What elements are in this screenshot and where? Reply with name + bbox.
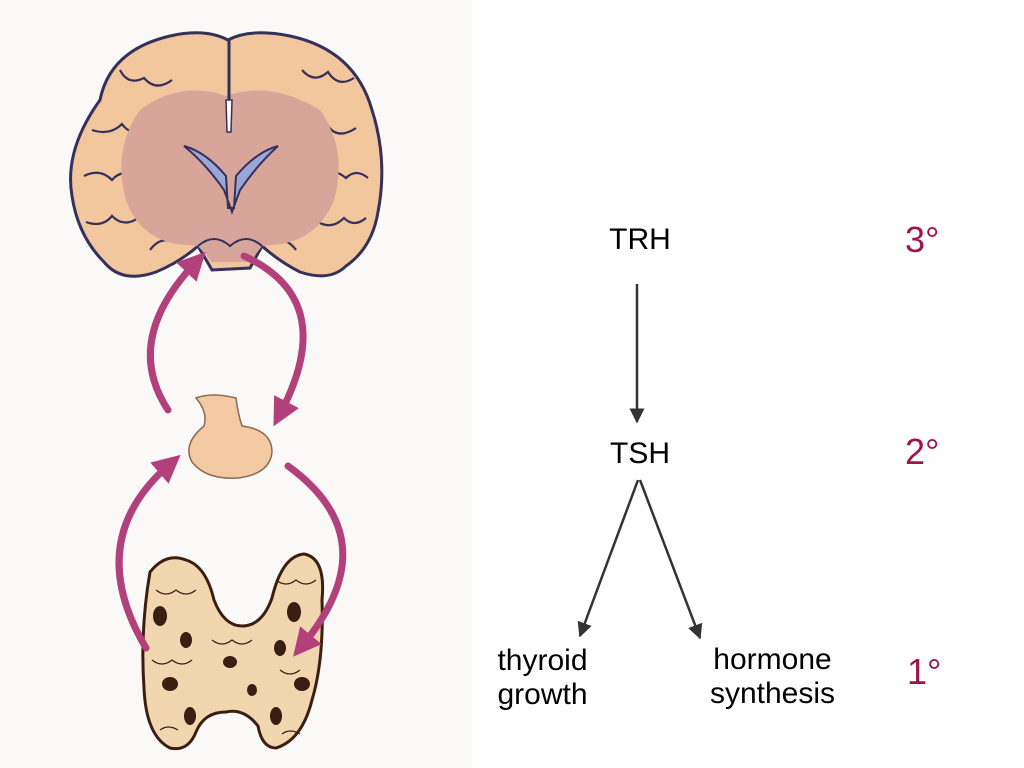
node-thyroid-growth: thyroid growth (470, 644, 615, 712)
thyroid-gland (141, 552, 325, 751)
flow-arrows (577, 284, 703, 640)
anatomy-illustration (0, 0, 472, 768)
node-hormone-synthesis: hormone synthesis (690, 643, 855, 711)
thyroid-lobules (153, 602, 310, 725)
hormone-synthesis-line-2: synthesis (709, 677, 836, 710)
anatomy-svg (69, 31, 384, 751)
brain-section (69, 31, 384, 278)
arrow-brain-to-pituitary (240, 252, 307, 427)
arrow-pituitary-to-thyroid (284, 462, 347, 657)
arrow-tsh-to-thyroid-growth (577, 479, 640, 638)
lateral-ventricles (183, 145, 279, 215)
arrow-pituitary-to-brain (146, 251, 206, 414)
pituitary-gland (188, 394, 273, 479)
node-trh: TRH (609, 223, 671, 256)
arrow-tsh-to-hormone-synthesis (638, 479, 703, 640)
node-tsh: TSH (610, 437, 670, 470)
level-secondary: 2° (905, 431, 940, 472)
level-tertiary: 3° (905, 219, 940, 260)
hormone-synthesis-line-1: hormone (713, 643, 832, 676)
brain-core (121, 90, 339, 262)
thyroid-growth-line-2: growth (497, 678, 588, 711)
thyroid-texture (151, 579, 317, 735)
thyroid-growth-line-1: thyroid (497, 644, 588, 677)
feedback-loops (115, 251, 347, 657)
arrow-thyroid-to-pituitary (115, 454, 181, 652)
level-primary: 1° (907, 651, 942, 692)
